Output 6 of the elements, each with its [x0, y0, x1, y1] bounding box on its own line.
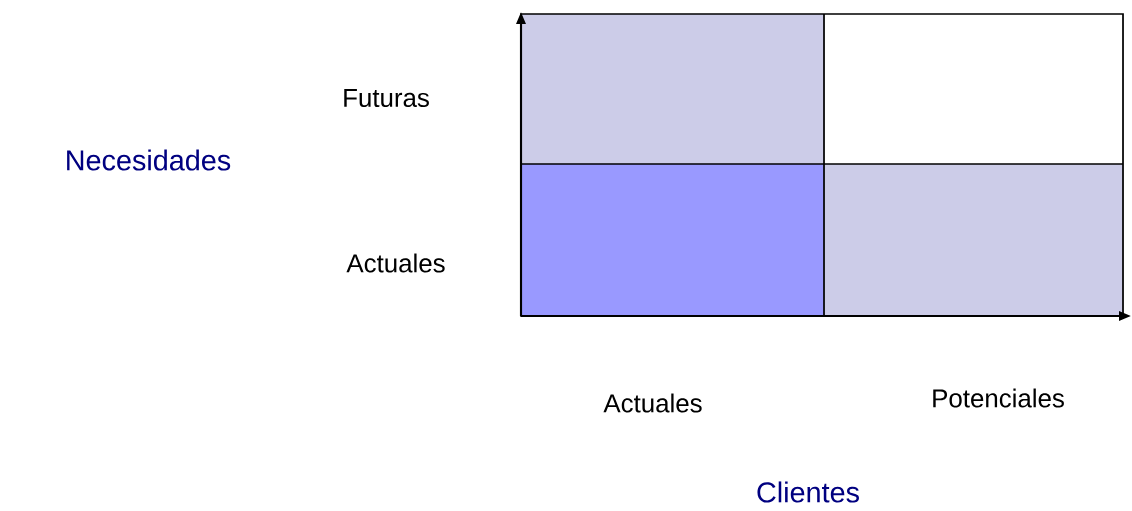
axis-label: Actuales — [603, 393, 702, 413]
axis-title: Necesidades — [67, 149, 231, 171]
axis-label: Actuales — [346, 253, 445, 273]
axis-title: Clientes — [757, 481, 859, 503]
axis-label: Potenciales — [933, 388, 1064, 408]
axis-label: Futuras — [344, 89, 429, 108]
